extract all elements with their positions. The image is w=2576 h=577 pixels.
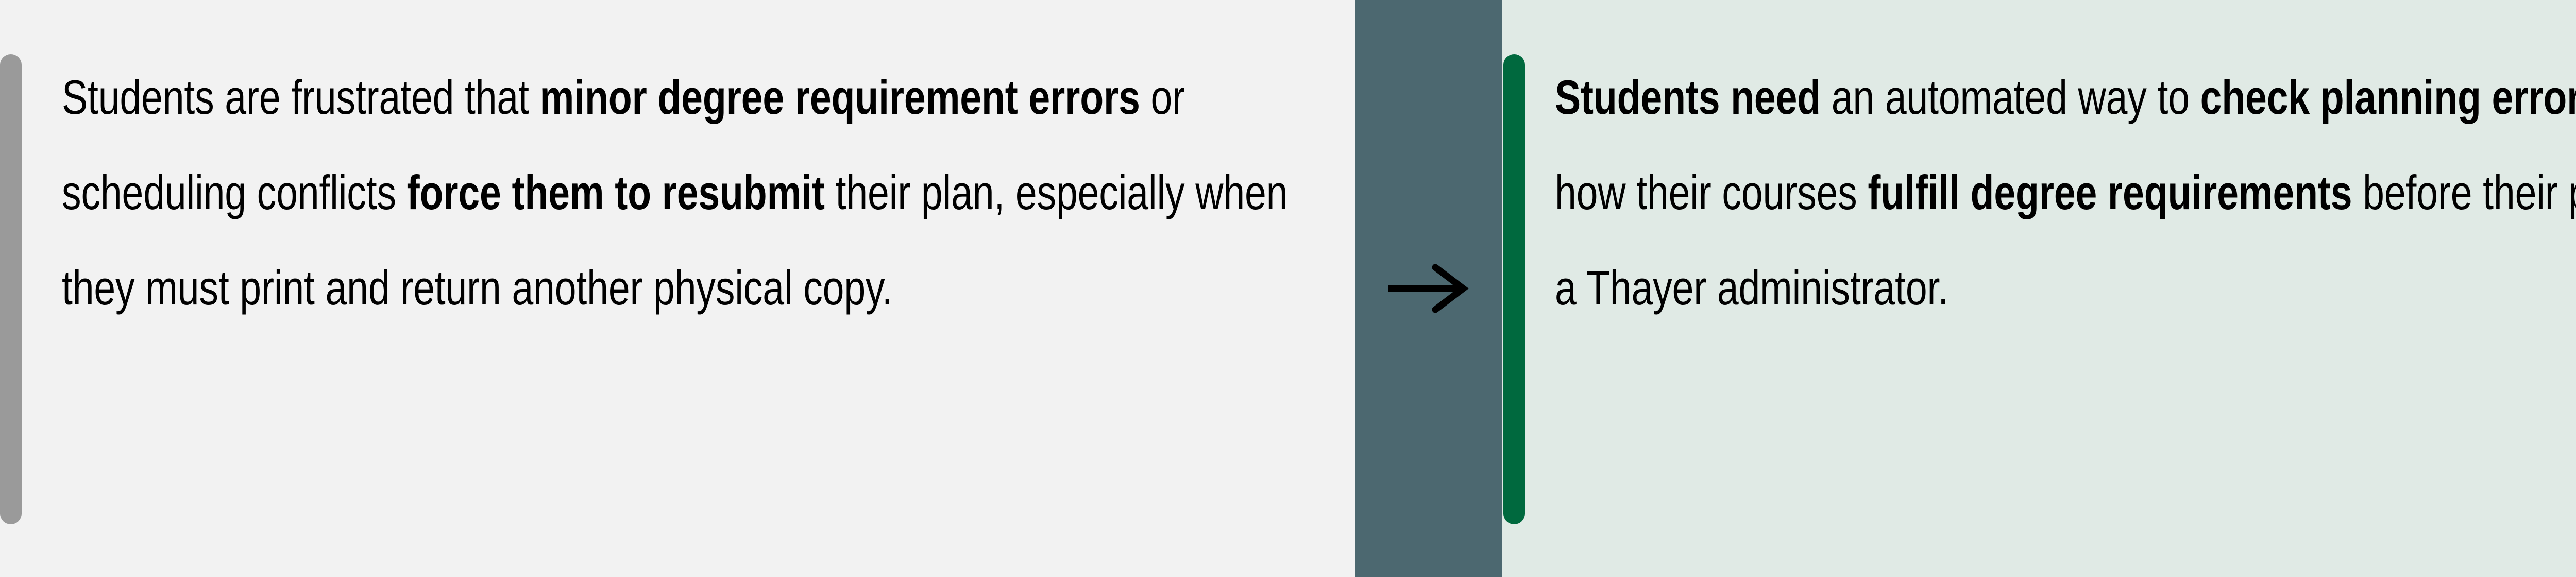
need-statement-text: Students need an automated way to check … — [1555, 49, 2576, 335]
text-run: an automated way to — [1821, 70, 2200, 124]
emphasis-run: force them to resubmit — [406, 165, 825, 219]
problem-accent-bar — [0, 54, 22, 524]
emphasis-run: minor degree requirement errors — [539, 70, 1140, 124]
text-run: or scheduling conflicts — [62, 70, 1185, 219]
emphasis-run: check planning errors — [2200, 70, 2576, 124]
problem-statement-text: Students are frustrated that minor degre… — [62, 49, 1319, 335]
text-run: before their plan reaches a Thayer admin… — [1555, 165, 2576, 315]
text-run: Students are frustrated that — [62, 70, 540, 124]
problem-statement-card — [0, 0, 1355, 577]
emphasis-run: fulfill degree requirements — [1868, 165, 2352, 219]
need-accent-bar — [1503, 54, 1525, 524]
arrow-right-icon — [1386, 258, 1473, 319]
need-statement-card — [1502, 0, 2576, 577]
emphasis-run: Students need — [1555, 70, 1821, 124]
text-run: and track how their courses — [1555, 165, 1857, 219]
text-run: their plan, especially when they must pr… — [62, 165, 1288, 315]
